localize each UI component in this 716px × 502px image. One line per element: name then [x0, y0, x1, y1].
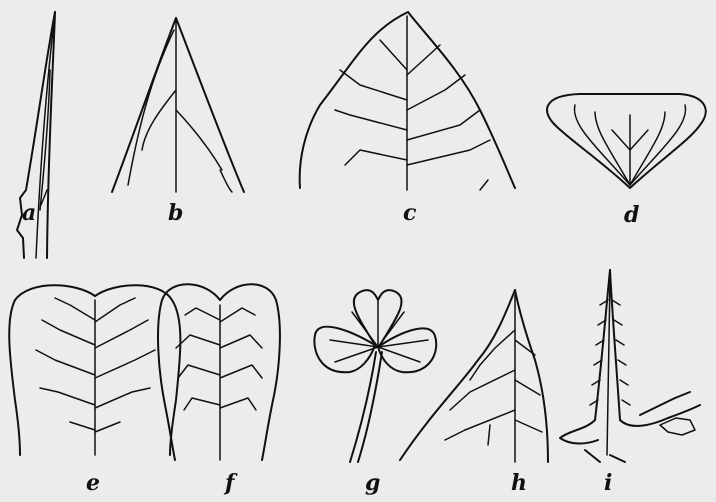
leaf-e: e — [9, 285, 180, 496]
label-g: g — [365, 470, 380, 496]
leaf-g: g — [314, 290, 436, 496]
leaf-h: h — [400, 290, 548, 496]
leaf-c: c — [300, 12, 515, 226]
leaf-d: d — [547, 94, 706, 228]
label-h: h — [511, 470, 527, 496]
label-d: d — [624, 202, 639, 228]
label-c: c — [403, 200, 417, 226]
label-a: a — [22, 200, 36, 226]
label-e: e — [86, 470, 100, 496]
label-i: i — [604, 470, 612, 496]
leaf-a: a — [17, 12, 55, 258]
leaf-i: i — [560, 270, 700, 496]
leaf-b: b — [112, 18, 244, 226]
label-f: f — [223, 470, 238, 496]
label-b: b — [168, 200, 183, 226]
